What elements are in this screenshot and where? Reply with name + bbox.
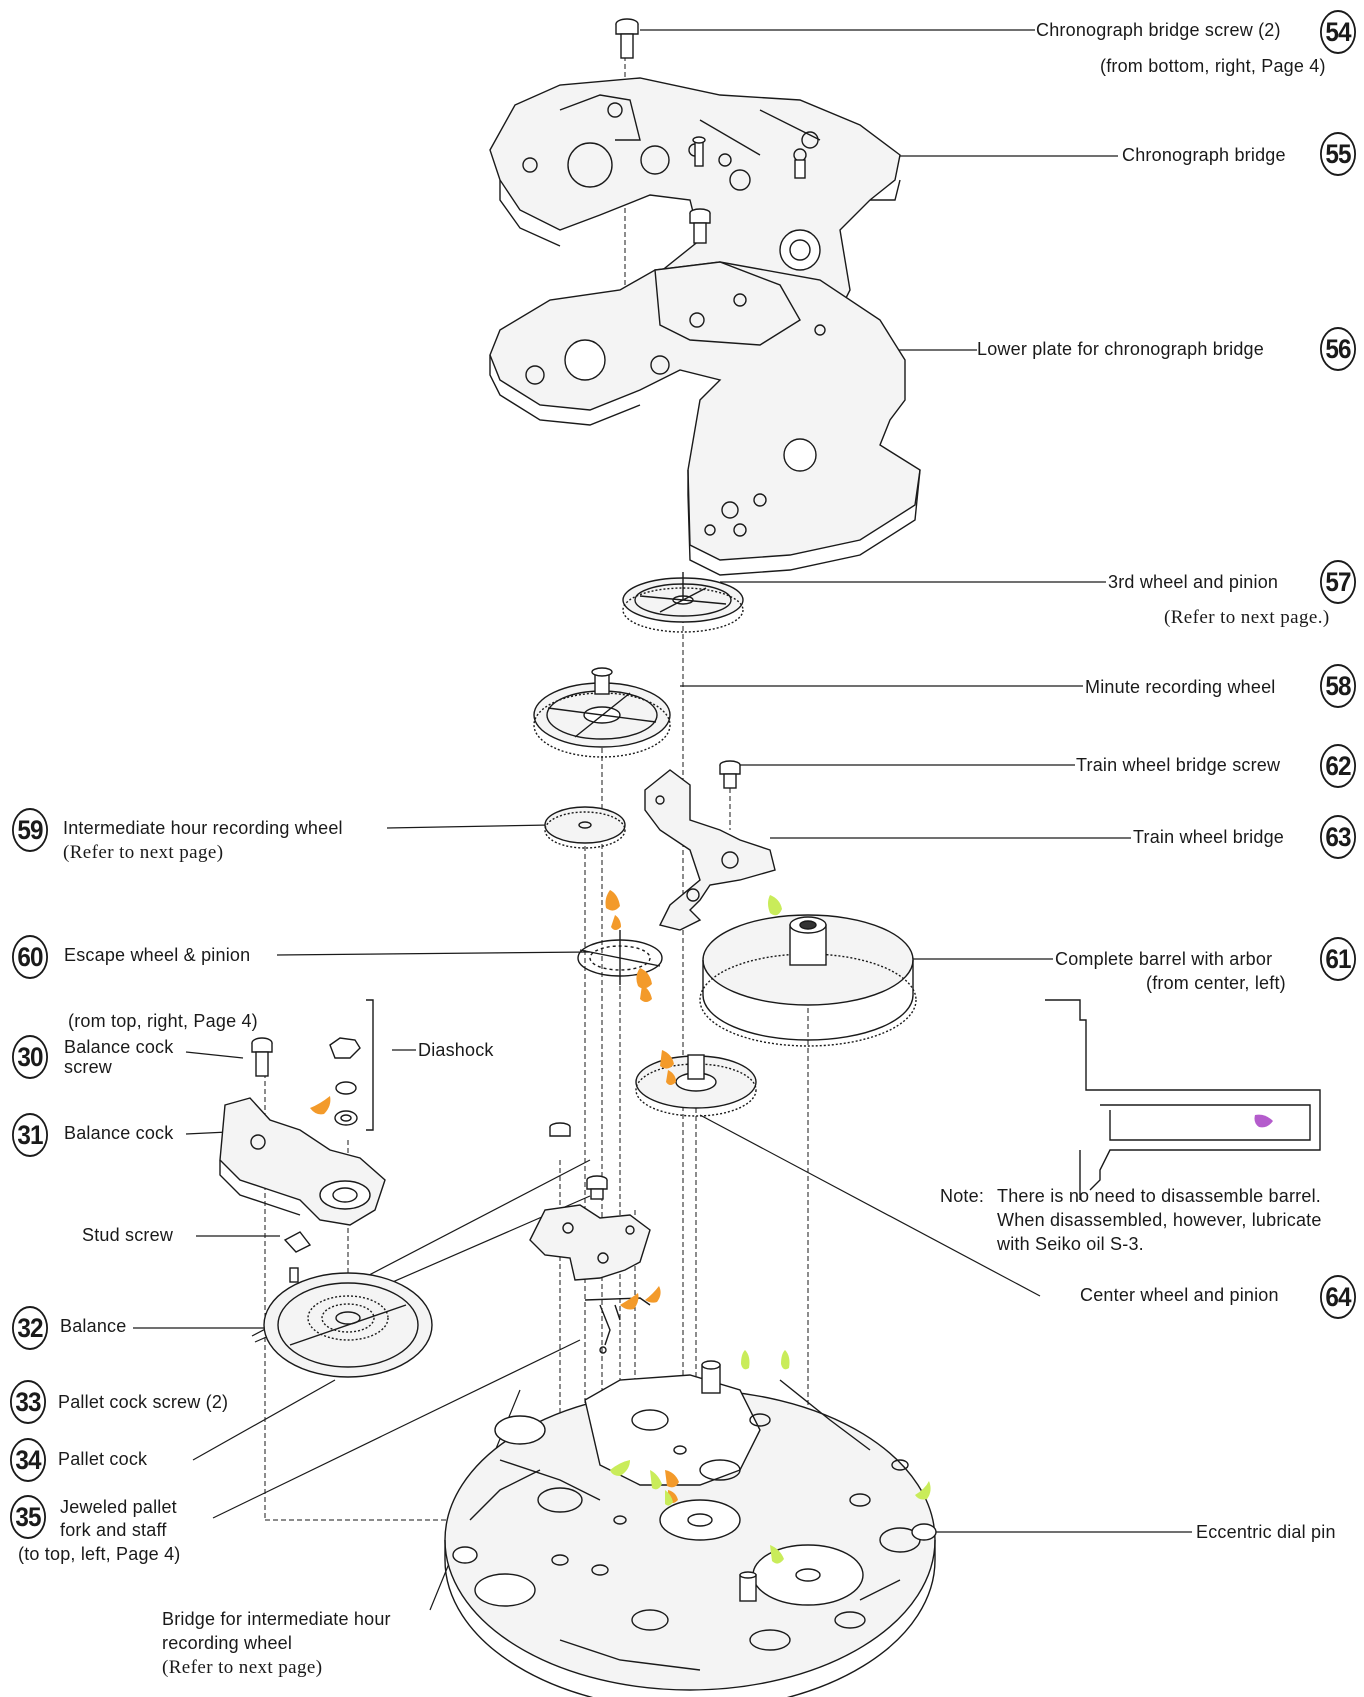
note-from-bottom-right: (from bottom, right, Page 4) — [1100, 56, 1326, 76]
note-refer-next-page-59: (Refer to next page) — [63, 842, 224, 863]
label-bridge-intermediate-2: recording wheel — [162, 1633, 293, 1653]
part-number-54: 54 — [1320, 10, 1356, 54]
label-train-wheel-bridge: Train wheel bridge — [1133, 827, 1285, 847]
center-wheel-drawing — [635, 1054, 757, 1117]
note-label: Note: — [940, 1186, 985, 1206]
part-number-58: 58 — [1320, 664, 1356, 708]
minute-recording-wheel-drawing — [533, 667, 671, 758]
part-number-62: 62 — [1320, 744, 1356, 788]
screw-54-drawing — [615, 18, 639, 59]
label-balance: Balance — [60, 1316, 127, 1336]
label-balance-cock-screw-1: Balance cock — [64, 1037, 174, 1057]
balance-wheel-drawing — [263, 1267, 433, 1378]
note-line-2: When disassembled, however, lubricate — [997, 1210, 1322, 1230]
label-stud-screw: Stud screw — [82, 1225, 174, 1245]
oil-drops — [310, 890, 1273, 1564]
barrel-drawing — [699, 914, 917, 1047]
pallet-fork-drawing — [584, 1297, 651, 1346]
main-plate-drawing — [444, 1360, 937, 1697]
label-eccentric-dial-pin: Eccentric dial pin — [1196, 1522, 1336, 1542]
label-escape-wheel: Escape wheel & pinion — [64, 945, 251, 965]
barrel-detail-drawing — [1045, 999, 1321, 1200]
part-number-55: 55 — [1320, 132, 1356, 176]
note-rom-top-right: (rom top, right, Page 4) — [68, 1011, 258, 1031]
label-center-wheel: Center wheel and pinion — [1080, 1285, 1279, 1305]
part-number-57: 57 — [1320, 560, 1356, 604]
label-pallet-fork-1: Jeweled pallet — [60, 1497, 177, 1517]
part-number-59: 59 — [12, 808, 48, 852]
part-number-61: 61 — [1320, 937, 1356, 981]
part-number-35: 35 — [10, 1495, 46, 1539]
label-balance-cock: Balance cock — [64, 1123, 174, 1143]
note-to-top-left: (to top, left, Page 4) — [18, 1544, 181, 1564]
label-diashock: Diashock — [418, 1040, 494, 1060]
label-train-wheel-bridge-screw: Train wheel bridge screw — [1076, 755, 1281, 775]
note-from-center-left: (from center, left) — [1146, 973, 1286, 993]
label-lower-plate: Lower plate for chronograph bridge — [977, 339, 1264, 359]
part-number-63: 63 — [1320, 815, 1356, 859]
part-number-56: 56 — [1320, 327, 1356, 371]
diashock-bracket — [366, 999, 374, 1131]
note-line-3: with Seiko oil S-3. — [997, 1234, 1144, 1254]
label-bridge-intermediate-3: (Refer to next page) — [162, 1657, 323, 1678]
lower-plate-drawing — [489, 261, 921, 561]
part-number-64: 64 — [1320, 1275, 1356, 1319]
label-chronograph-bridge: Chronograph bridge — [1122, 145, 1286, 165]
label-third-wheel: 3rd wheel and pinion — [1108, 572, 1279, 592]
part-number-33: 33 — [10, 1380, 46, 1424]
pallet-cock-drawing — [529, 1204, 651, 1281]
label-pallet-cock: Pallet cock — [58, 1449, 148, 1469]
label-complete-barrel: Complete barrel with arbor — [1055, 949, 1273, 969]
label-pallet-cock-screw: Pallet cock screw (2) — [58, 1392, 229, 1412]
label-bridge-intermediate-1: Bridge for intermediate hour — [162, 1609, 391, 1629]
train-wheel-bridge-drawing — [644, 769, 776, 931]
part-number-32: 32 — [12, 1306, 48, 1350]
escape-wheel-drawing — [577, 930, 663, 985]
part-number-31: 31 — [12, 1113, 48, 1157]
part-number-60: 60 — [12, 935, 48, 979]
third-wheel-drawing — [622, 572, 744, 633]
note-line-1: There is no need to disassemble barrel. — [997, 1186, 1321, 1206]
label-balance-cock-screw-2: screw — [64, 1057, 113, 1077]
part-number-34: 34 — [10, 1438, 46, 1482]
label-intermediate-hour-wheel: Intermediate hour recording wheel — [63, 818, 343, 838]
intermediate-hour-wheel-drawing — [544, 806, 626, 849]
label-chronograph-bridge-screw: Chronograph bridge screw (2) — [1036, 20, 1281, 40]
note-refer-next-page-57: (Refer to next page.) — [1164, 607, 1330, 628]
part-number-30: 30 — [12, 1035, 48, 1079]
label-pallet-fork-2: fork and staff — [60, 1520, 167, 1540]
label-minute-recording-wheel: Minute recording wheel — [1085, 677, 1276, 697]
